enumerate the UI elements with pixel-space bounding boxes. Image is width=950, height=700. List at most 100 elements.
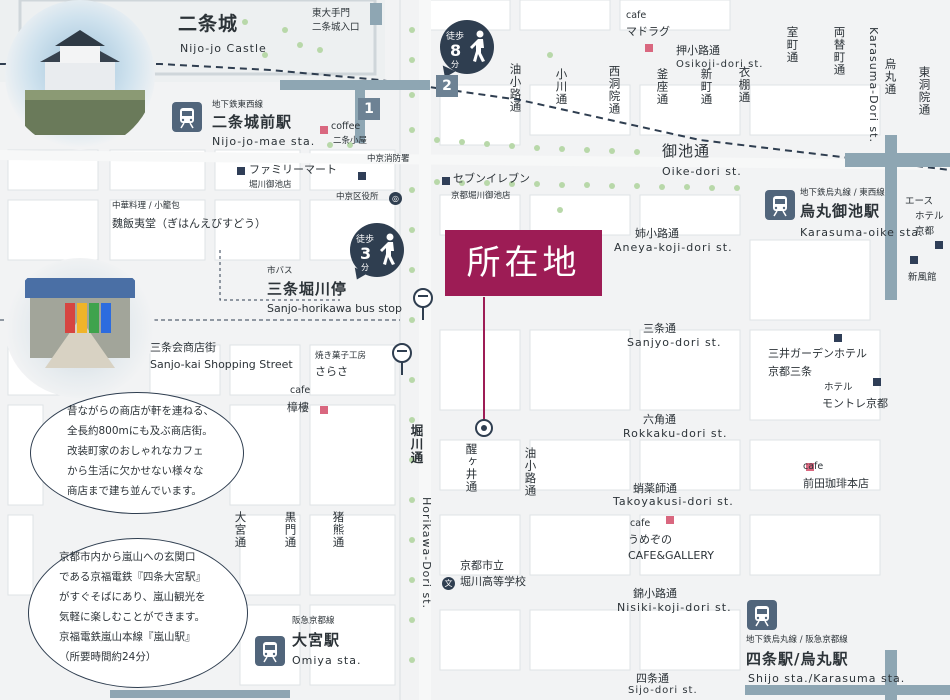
street-ogawa: 小川通 <box>554 68 569 106</box>
school-icon: 文 <box>442 577 455 590</box>
shijo-station-line: 地下鉄烏丸線 / 阪急京都線 <box>746 635 848 645</box>
shijo-station-name: 四条駅/烏丸駅 <box>746 650 849 668</box>
street-karasuma: 烏丸通 <box>883 58 898 96</box>
street-shijo-en: Sijo-dori st. <box>628 685 698 696</box>
chuka-category: 中華料理 / 小籠包 <box>112 201 180 211</box>
subway-station-icon <box>172 102 202 132</box>
street-omiya: 大宮通 <box>233 511 248 549</box>
street-oike-en: Oike-dori st. <box>662 165 742 178</box>
walk-label: 徒歩 <box>356 235 375 245</box>
walk-minutes: 8 <box>450 41 462 60</box>
callout-line: （所要時間約24分） <box>59 651 157 663</box>
street-aburanokoji-south: 油小路通 <box>523 447 538 497</box>
street-inokuma: 猪熊通 <box>331 511 346 549</box>
callout-line: 改装町家のおしゃれなカフェ <box>67 445 204 457</box>
karasuma-oike-station-icon <box>765 190 795 220</box>
ace-hotel-3: 京都 <box>915 226 935 237</box>
sarasa-category: 焼き菓子工房 <box>315 351 367 361</box>
street-rokkaku: 六角通 <box>643 413 676 426</box>
cafe-marker <box>666 516 674 524</box>
street-shijo: 四条通 <box>636 672 669 685</box>
street-takoyakushi-en: Takoyakusi-dori st. <box>613 495 734 508</box>
bus-stop-category: 市バス <box>267 266 293 276</box>
ace-hotel-1: エース <box>905 196 934 207</box>
nijo-castle-en: Nijo-jo Castle <box>180 42 267 55</box>
omiya-station-en: Omiya sta. <box>292 654 362 667</box>
higashi-otemon-2: 二条城入口 <box>312 22 360 33</box>
street-horikawa-en: Horikawa-Dori st. <box>420 497 433 610</box>
fire-station-name: 中京消防署 <box>367 154 410 164</box>
nijo-castle-photo <box>5 0 155 150</box>
callout-line: 京都市内から嵐山への玄関口 <box>59 551 196 563</box>
street-shinmachi: 新町通 <box>699 68 714 106</box>
karasuma-oike-name: 烏丸御池駅 <box>800 202 881 220</box>
ward-office-name: 中京区役所 <box>336 192 379 202</box>
street-sanjo-en: Sanjyo-dori st. <box>627 336 722 349</box>
shopping-street-callout: 昔ながらの商店が軒を連ねる、 全長約800mにも及ぶ商店街。 改装町家のおしゃれ… <box>30 392 244 514</box>
cafe-marker <box>320 406 328 414</box>
street-kuromon: 黒門通 <box>283 511 298 549</box>
cafe-umezono-label: cafe <box>630 518 651 529</box>
street-oike: 御池通 <box>662 142 711 160</box>
cafe-marker <box>806 463 814 471</box>
nijojo-station-line: 地下鉄東西線 <box>212 100 264 110</box>
familymart-marker <box>237 167 245 175</box>
montre-line1: ホテル <box>824 382 853 393</box>
callout-line: 商店まで建ち並んでいます。 <box>67 485 202 497</box>
shijo-station-icon <box>747 600 777 630</box>
bus-stop-icon <box>413 288 433 320</box>
nijo-castle-name: 二条城 <box>178 13 239 35</box>
callout-line: 気軽に楽しむことができます。 <box>59 611 205 623</box>
cafe-umezono-sub: CAFE&GALLERY <box>628 549 714 562</box>
cafe-maeda-name: 前田珈琲本店 <box>803 477 869 490</box>
exit-2-sign: 2 <box>436 75 458 97</box>
bus-stop-name: 三条堀川停 <box>267 280 348 298</box>
walk-label: 徒歩 <box>446 32 465 42</box>
bus-stop-icon <box>392 343 412 375</box>
coffee-marker <box>320 126 328 134</box>
ace-hotel-2: ホテル <box>915 211 944 222</box>
cafe-kaede-label: cafe <box>290 385 311 396</box>
street-oshikoji: 押小路通 <box>676 44 720 57</box>
sanjokai-en: Sanjo-kai Shopping Street <box>150 358 293 371</box>
keifuku-callout: 京都市内から嵐山への玄関口 である京福電鉄『四条大宮駅』 がすぐそばにあり、嵐山… <box>28 538 248 688</box>
sanjokai-name: 三条会商店街 <box>150 341 216 354</box>
nijojo-station-en: Nijo-jo-mae sta. <box>212 135 316 148</box>
street-koromonotana: 衣棚通 <box>737 66 752 104</box>
street-karasuma-en: Karasuma-Dori st. <box>867 27 880 143</box>
property-marker[interactable] <box>475 419 493 437</box>
pedestrian-icon <box>470 30 485 62</box>
ward-office-icon: ◎ <box>389 192 402 205</box>
bus-stop-en: Sanjo-horikawa bus stop <box>267 302 403 315</box>
pedestrian-icon <box>380 233 395 265</box>
high-school-line2: 堀川高等学校 <box>460 575 526 588</box>
montre-marker <box>873 378 881 386</box>
street-horikawa: 堀川通 <box>408 424 424 465</box>
street-aneyakoji: 姉小路通 <box>635 227 679 240</box>
shinpukan-marker <box>910 256 918 264</box>
street-sanjo: 三条通 <box>643 322 676 335</box>
nijojo-station-name: 二条城前駅 <box>212 113 293 131</box>
cafe-umezono-name: うめぞの <box>628 533 672 546</box>
street-ryogaemachi: 両替町通 <box>832 26 847 76</box>
walk-badge-8min: 徒歩 8 分 <box>440 20 494 74</box>
exit-1-sign: 1 <box>358 98 380 120</box>
cafe-maeda-label: cafe <box>803 461 824 472</box>
street-nishikikoji: 錦小路通 <box>633 587 677 600</box>
familymart-sub: 堀川御池店 <box>249 180 292 190</box>
high-school-line1: 京都市立 <box>460 559 504 572</box>
callout-line: 京福電鉄嵐山本線『嵐山駅』 <box>59 631 196 643</box>
coffee-nijo-name: 二条小屋 <box>333 136 368 146</box>
cafe-marker <box>645 44 653 52</box>
coffee-nijo-label: coffee <box>331 121 361 132</box>
karasuma-oike-en: Karasuma-oike sta. <box>800 226 924 239</box>
walk-badge-3min: 徒歩 3 分 <box>350 223 404 277</box>
fire-station-marker <box>358 172 366 180</box>
callout-line: 昔ながらの商店が軒を連ねる、 <box>67 405 214 417</box>
callout-line: がすぐそばにあり、嵐山観光を <box>59 591 206 603</box>
street-rokkaku-en: Rokkaku-dori st. <box>623 427 728 440</box>
sarasa-name: さらさ <box>315 365 348 378</box>
shopping-street-photo <box>5 258 155 398</box>
street-oshikoji-en: Osikoji-dori st. <box>676 59 764 70</box>
